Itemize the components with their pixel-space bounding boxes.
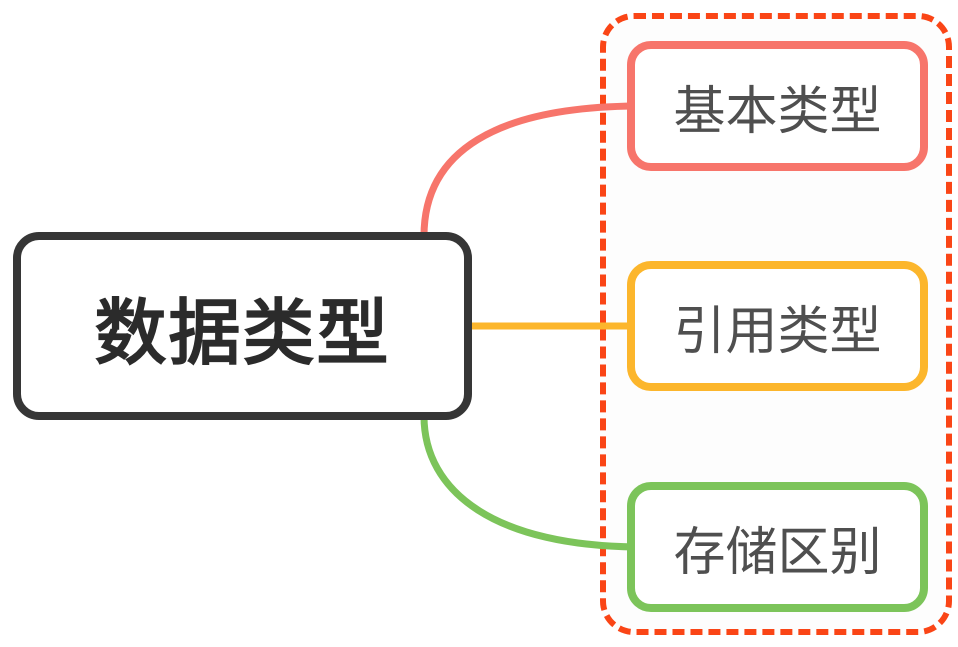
- child-node-label: 基本类型: [673, 82, 882, 141]
- child-node-reference-types[interactable]: 引用类型: [627, 261, 928, 391]
- child-node-label: 存储区别: [673, 523, 882, 582]
- root-node-label: 数据类型: [94, 293, 391, 374]
- child-node-storage-difference[interactable]: 存储区别: [627, 482, 928, 612]
- child-node-label: 引用类型: [673, 302, 882, 361]
- root-node-data-types[interactable]: 数据类型: [13, 232, 472, 420]
- child-node-basic-types[interactable]: 基本类型: [627, 41, 928, 171]
